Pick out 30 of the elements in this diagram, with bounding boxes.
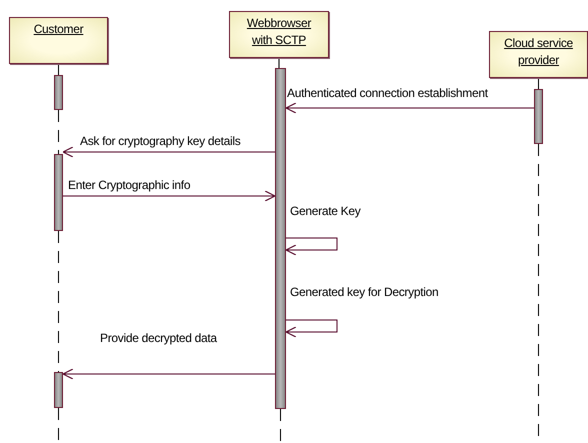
- message-arrow: [285, 102, 534, 114]
- message-label: Authenticated connection establishment: [287, 86, 488, 100]
- message-arrow: [62, 368, 276, 380]
- lifeline: [58, 64, 59, 76]
- message-label: Provide decrypted data: [100, 331, 217, 345]
- message-label: Enter Cryptographic info: [68, 178, 190, 192]
- activation-bar: [54, 372, 63, 408]
- activation-bar: [54, 154, 63, 231]
- lifeline: [58, 408, 59, 443]
- message-arrow: [62, 190, 276, 202]
- participant-box: [9, 17, 108, 64]
- activation-bar: [54, 75, 63, 110]
- message-label: Generate Key: [290, 204, 360, 218]
- activation-bar: [534, 89, 543, 144]
- lifeline: [280, 408, 281, 443]
- lifeline: [538, 78, 539, 90]
- participant-name: Customer: [34, 21, 84, 38]
- message-label: Generated key for Decryption: [290, 285, 438, 299]
- participant-name: Webbrowser with SCTP: [246, 15, 312, 49]
- lifeline: [58, 230, 59, 372]
- participant-box: [229, 11, 329, 58]
- activation-bar: [275, 68, 286, 409]
- lifeline: [58, 110, 59, 154]
- message-arrow: [285, 238, 338, 256]
- participant-box: [489, 31, 588, 78]
- participant-name: Cloud service provider: [503, 35, 574, 69]
- message-arrow: [62, 146, 276, 158]
- lifeline: [278, 58, 280, 68]
- message-label: Ask for cryptography key details: [80, 134, 240, 148]
- message-arrow: [285, 320, 338, 338]
